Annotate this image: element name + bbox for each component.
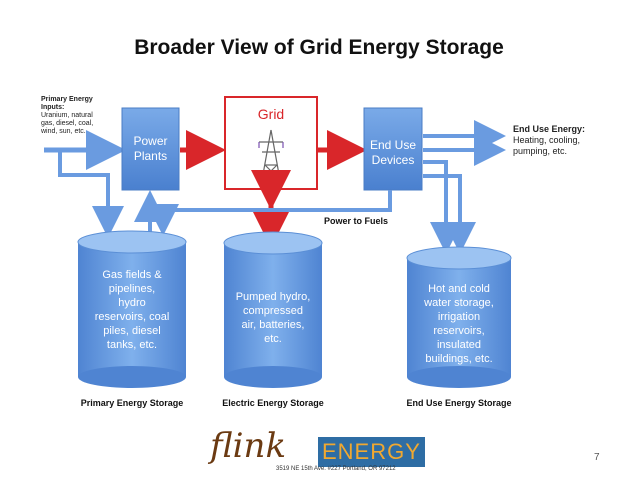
primary-tank-line: Gas fields &: [102, 269, 162, 281]
electric-tank-line: compressed: [243, 305, 303, 317]
logo-address: 3519 NE 15th Ave. #227 Portland, OR 9721…: [276, 466, 396, 472]
devices-to-enduse-arrow-2: [423, 174, 476, 254]
electric-tank-line: etc.: [264, 333, 282, 345]
end-use-devices-box: [363, 107, 423, 191]
end-use-tank-line: irrigation: [437, 311, 481, 323]
power-plants-label: Power Plants: [122, 134, 179, 164]
inputs-detail-1: Uranium, natural: [41, 112, 93, 119]
end-use-tank-line: insulated: [436, 339, 482, 351]
end-use-devices-line-1: End Use: [369, 138, 417, 152]
primary-tank-line: tanks, etc.: [106, 339, 158, 351]
end-use-tank-text: Hot and cold water storage, irrigation r…: [407, 282, 511, 366]
electric-storage-tank: [223, 231, 323, 388]
end-use-devices-label: End Use Devices: [364, 138, 422, 168]
electric-tank-line: air, batteries,: [241, 319, 305, 331]
power-plants-box: [121, 107, 180, 191]
outputs-label: End Use Energy: Heating, cooling, pumpin…: [513, 124, 623, 157]
grid-label: Grid: [257, 106, 285, 122]
primary-tank-line: hydro: [118, 297, 146, 309]
primary-tank-text: Gas fields & pipelines, hydro reservoirs…: [80, 268, 184, 352]
outputs-heading: End Use Energy:: [513, 124, 586, 134]
slide-title: Broader View of Grid Energy Storage: [134, 36, 504, 59]
end-use-tank-line: Hot and cold: [428, 283, 490, 295]
primary-tank-line: pipelines,: [108, 283, 156, 295]
end-use-tank-line: water storage,: [424, 297, 494, 309]
primary-tank-line: piles, diesel: [103, 325, 161, 337]
end-use-tank-line: buildings, etc.: [425, 353, 493, 365]
electric-storage-caption: Electric Energy Storage: [222, 398, 324, 408]
primary-storage-caption: Primary Energy Storage: [80, 398, 184, 408]
electric-tank-text: Pumped hydro, compressed air, batteries,…: [224, 290, 322, 346]
power-plants-line-2: Plants: [133, 149, 168, 163]
electric-tank-line: Pumped hydro,: [235, 291, 311, 303]
end-use-storage-caption: End Use Energy Storage: [406, 398, 512, 408]
flink-energy-logo: flink ENERGY 3519 NE 15th Ave. #227 Port…: [210, 424, 450, 474]
inputs-label: Primary Energy Inputs: Uranium, natural …: [41, 96, 111, 136]
logo-word-flink: flink: [210, 426, 287, 466]
power-plants-line-1: Power: [133, 134, 168, 148]
input-to-primary-arrow: [58, 150, 124, 238]
page-number: 7: [594, 452, 600, 463]
devices-to-enduse-arrow-1: [423, 160, 462, 254]
primary-tank-line: reservoirs, coal: [94, 311, 170, 323]
inputs-heading-2: Inputs:: [41, 104, 65, 111]
outputs-line-1: Heating, cooling,: [513, 135, 581, 145]
primary-storage-tank: [77, 230, 187, 388]
end-use-storage-tank: [406, 246, 512, 388]
logo-word-energy: ENERGY: [318, 437, 425, 467]
end-use-devices-line-2: Devices: [371, 153, 415, 167]
outputs-line-2: pumping, etc.: [513, 146, 568, 156]
power-to-fuels-label: Power to Fuels: [324, 216, 389, 226]
inputs-heading-1: Primary Energy: [41, 96, 93, 103]
end-use-tank-line: reservoirs,: [433, 325, 485, 337]
inputs-detail-2: gas, diesel, coal,: [41, 120, 94, 127]
inputs-detail-3: wind, sun, etc.: [41, 128, 86, 135]
